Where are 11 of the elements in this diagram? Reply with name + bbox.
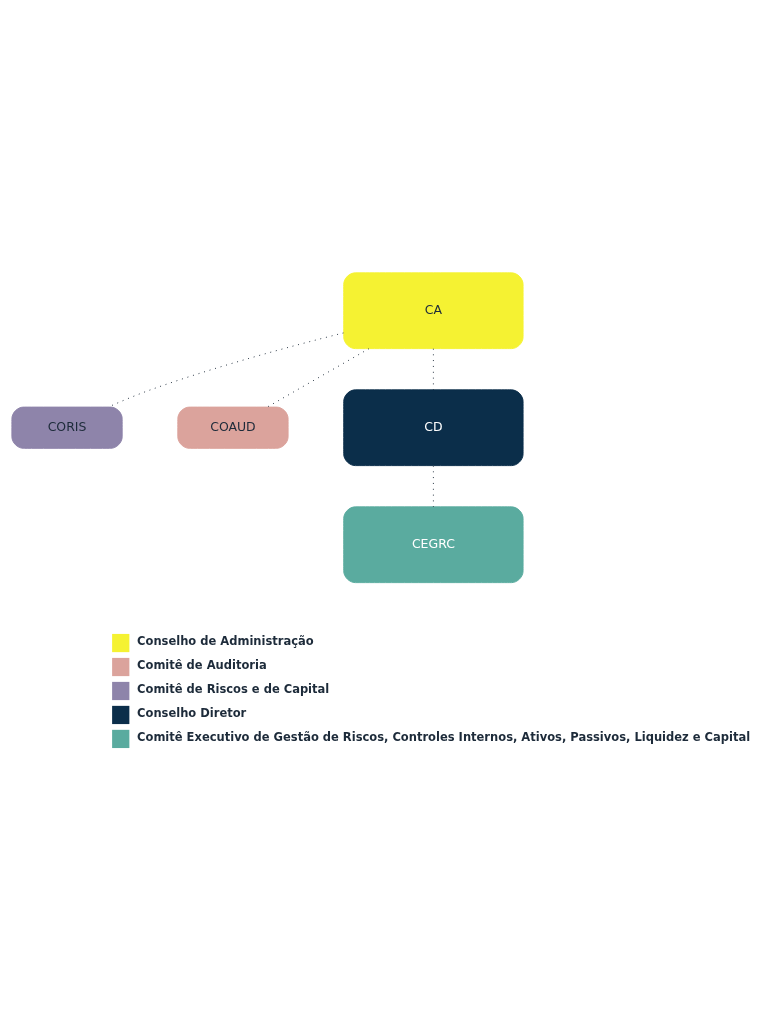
connector	[266, 347, 370, 408]
legend-label: Comitê Executivo de Gestão de Riscos, Controles Internos, Ativos, Passivos, Liquidez e Capital	[137, 729, 751, 744]
node-box: COAUD	[177, 406, 289, 449]
legend-label: Comitê de Auditoria	[137, 657, 267, 672]
legend-label: Conselho Diretor	[137, 705, 247, 720]
legend-label: Comitê de Riscos e de Capital	[137, 681, 330, 696]
node-box: CEGRC	[343, 505, 524, 583]
node-box: CD	[343, 388, 524, 466]
legend-label: Conselho de Administração	[137, 633, 314, 648]
node-box: CORIS	[11, 406, 123, 449]
node-box: CA	[343, 271, 524, 349]
